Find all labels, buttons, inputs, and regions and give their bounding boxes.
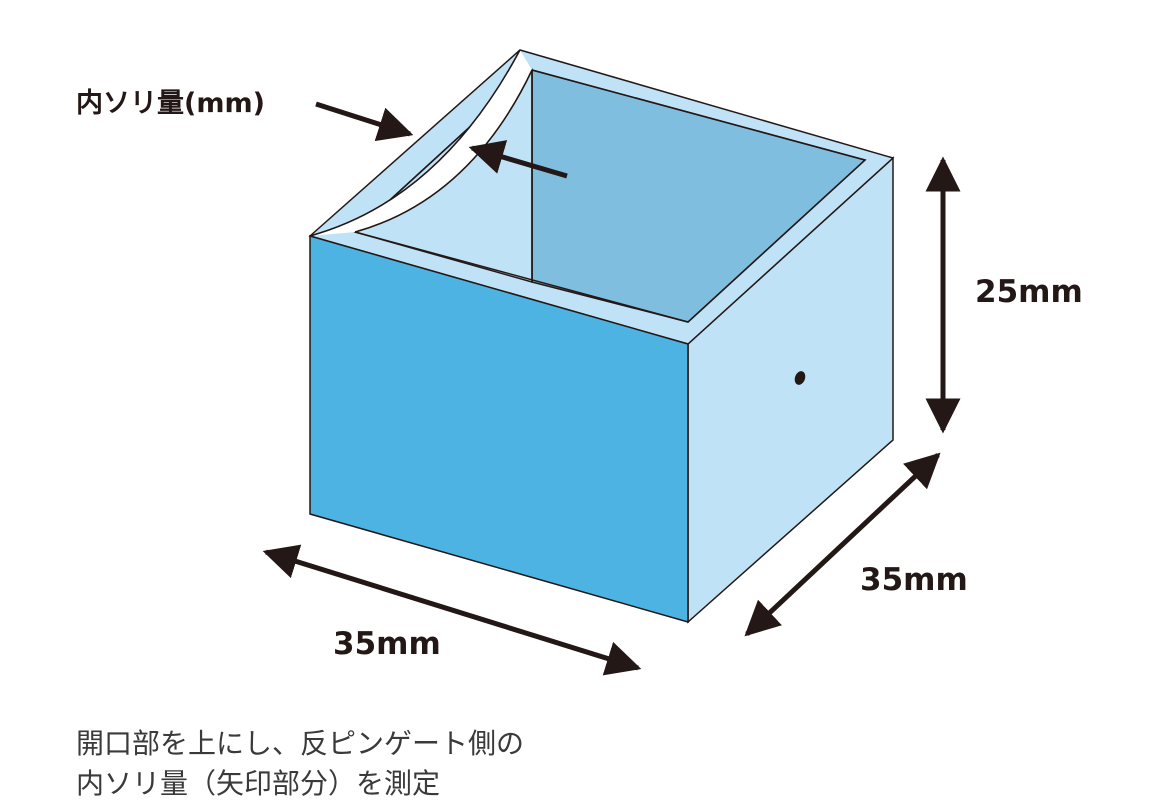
warp-curve-inner-redraw <box>354 69 533 233</box>
caption: 開口部を上にし、反ピンゲート側の 内ソリ量（矢印部分）を測定 <box>76 724 524 804</box>
height-label: 25mm <box>975 274 1083 310</box>
warp-callout-label: 内ソリ量(mm) <box>76 88 265 119</box>
depth-dimension-arrow <box>744 452 941 637</box>
caption-line-1: 開口部を上にし、反ピンゲート側の <box>76 727 525 760</box>
depth-label: 35mm <box>860 562 968 598</box>
width-label: 35mm <box>333 626 441 662</box>
callout-arrow-outer <box>315 101 414 142</box>
box-front-face <box>309 235 689 623</box>
warp-curve-outer-redraw <box>309 49 521 237</box>
width-dimension-arrow <box>262 544 642 676</box>
callout-arrow-inner <box>468 140 568 179</box>
caption-line-2: 内ソリ量（矢印部分）を測定 <box>76 767 441 800</box>
pin-gate-dot <box>794 371 806 385</box>
